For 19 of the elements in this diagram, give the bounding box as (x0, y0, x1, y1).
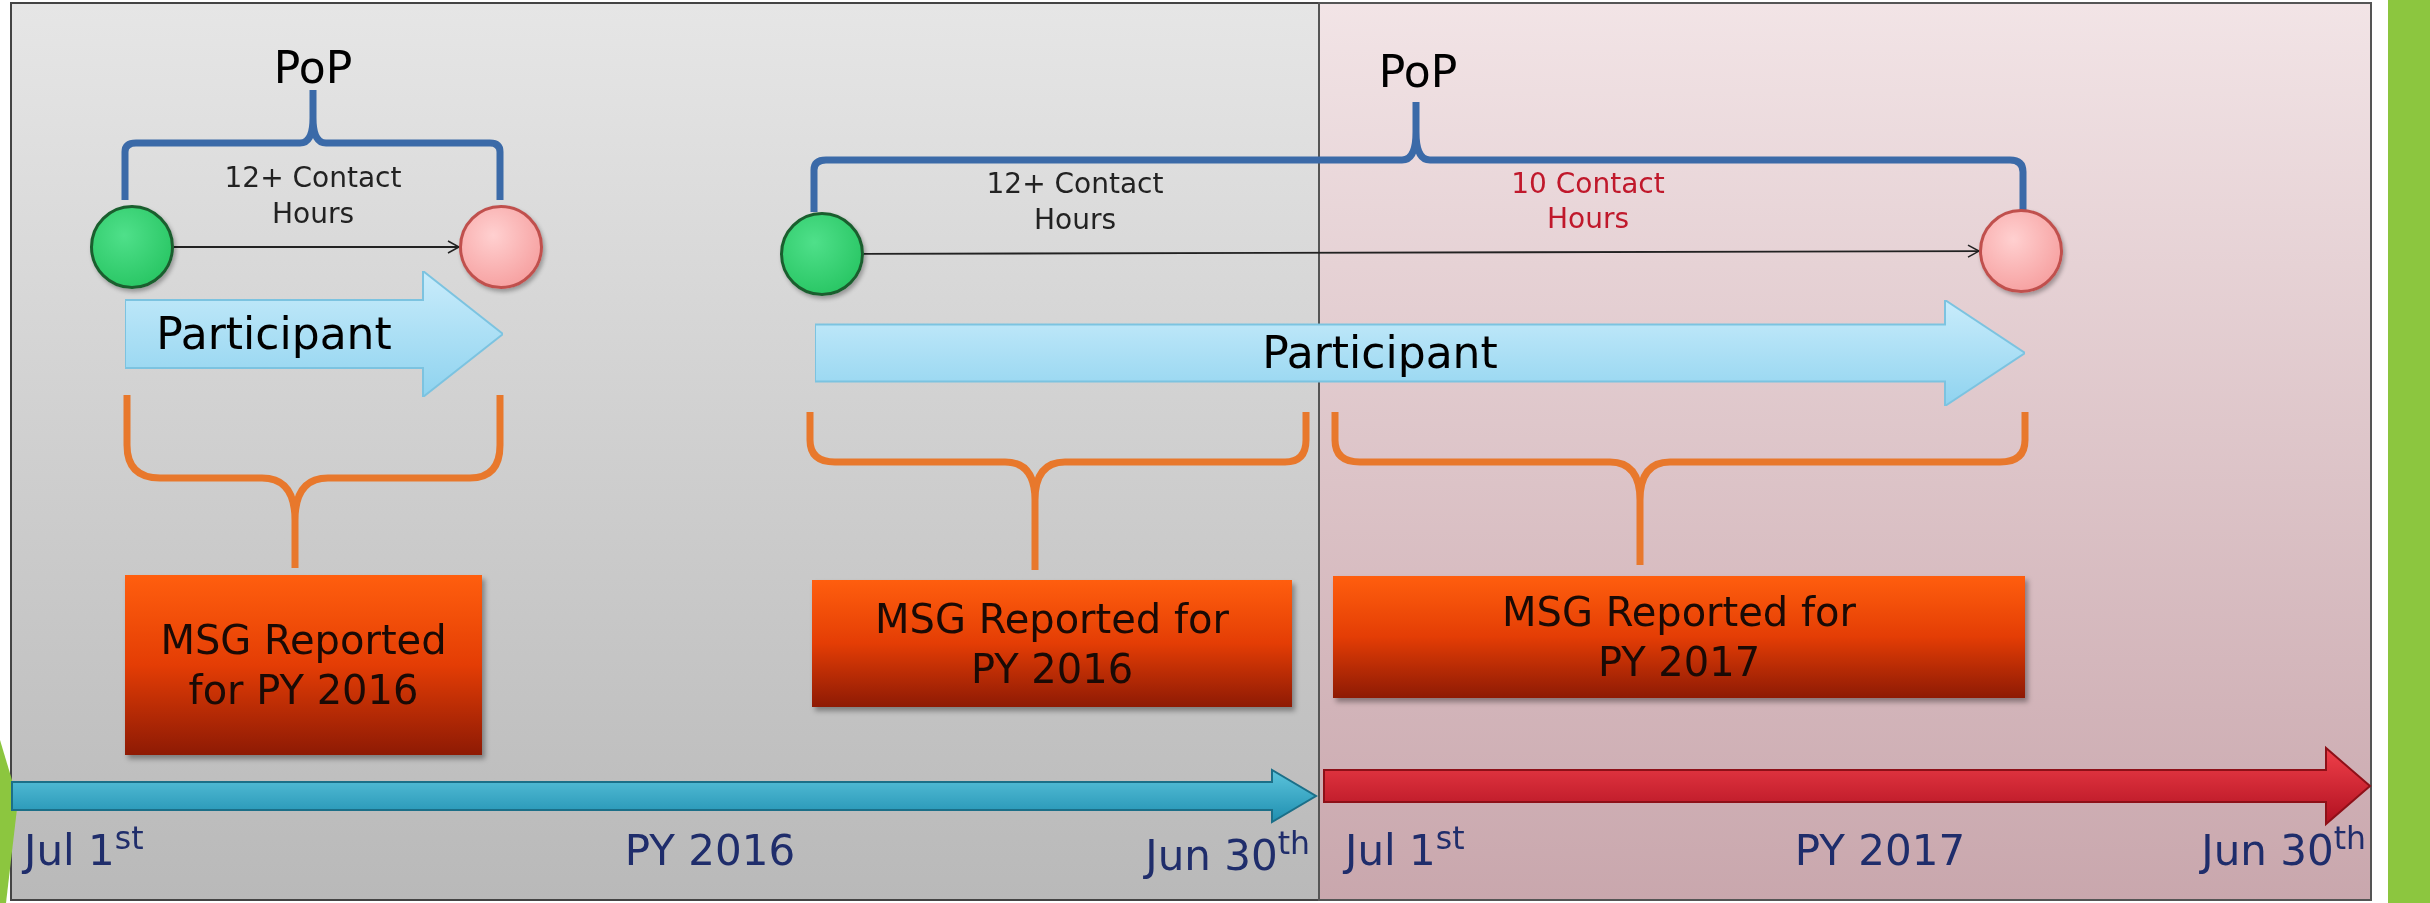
text-label: Jun 30$^{th}$ (2201, 825, 2366, 877)
edge-label: 12+ Contact Hours (985, 166, 1165, 238)
participant-label: Participant (156, 312, 392, 356)
report-box (125, 575, 482, 755)
text-label: Jun 30$^{th}$ (1145, 830, 1310, 882)
text-label: 10 Contact Hours (1510, 166, 1666, 236)
text-label: PoP (1378, 45, 1458, 99)
text-label: PoP (273, 41, 353, 95)
report-box (1333, 576, 2025, 698)
participant-label: Participant (1262, 331, 1498, 375)
text-label: PY 2017 (1794, 825, 1966, 877)
edge-label: 12+ Contact Hours (223, 160, 403, 232)
report-label: MSG Reported for PY 2016 (874, 594, 1230, 694)
arrow (173, 240, 460, 254)
report-box (812, 580, 1292, 707)
report-label: MSG Reported for PY 2017 (1501, 588, 1857, 687)
report-label: MSG Reported for PY 2016 (159, 616, 448, 715)
arrow (863, 244, 1980, 258)
text-label: PY 2016 (624, 825, 796, 877)
